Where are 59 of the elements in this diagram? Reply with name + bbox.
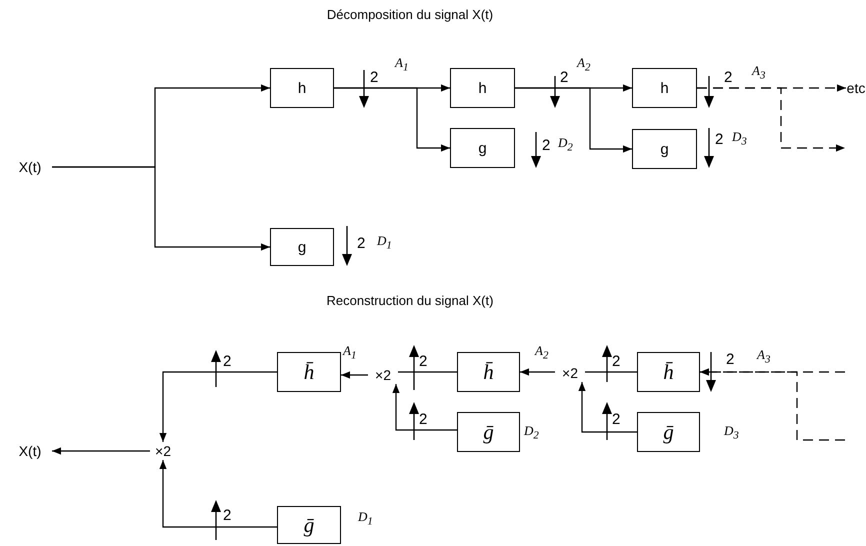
signal-symbol: A$_{2}$ (535, 344, 548, 362)
connector-line (585, 371, 637, 373)
junction-label: ×2 (150, 442, 176, 460)
arrow (334, 87, 450, 152)
sampling-factor: 2 (612, 412, 620, 427)
filter-box: ḡ (457, 412, 520, 452)
sampling-factor: 2 (542, 138, 550, 153)
sampling-factor: 2 (370, 70, 378, 85)
signal-symbol: A$_{2}$ (577, 56, 590, 74)
filter-box: h (450, 68, 515, 108)
filter-box: h (632, 68, 697, 108)
signal-symbol: D$_{2}$ (558, 136, 573, 154)
sampling-factor: 2 (419, 354, 428, 369)
filter-box: h (270, 68, 334, 108)
signal-label: X(t) (8, 442, 52, 460)
filter-box: g (270, 228, 334, 266)
arrow (159, 371, 277, 442)
arrow (392, 384, 457, 431)
signal-symbol: D$_{3}$ (724, 424, 739, 442)
filter-box: h̄ (277, 352, 341, 392)
signal-symbol: A$_{1}$ (395, 56, 408, 74)
filter-box: g (450, 128, 515, 168)
arrow (341, 371, 368, 379)
filter-box: ḡ (277, 506, 341, 544)
arrow (700, 368, 845, 441)
junction-label: ×2 (368, 366, 398, 384)
signal-symbol: A$_{3}$ (757, 348, 770, 366)
signal-symbol: A$_{1}$ (343, 344, 356, 362)
arrow (159, 460, 277, 528)
filter-box: ḡ (637, 412, 700, 452)
section-heading: Décomposition du signal X(t) (326, 8, 494, 21)
section-heading: Reconstruction du signal X(t) (326, 294, 494, 307)
arrow (520, 368, 555, 376)
sampling-factor: 2 (724, 70, 732, 85)
filter-box: h̄ (457, 352, 520, 392)
sampling-factor: 2 (357, 236, 366, 251)
arrow (52, 166, 270, 251)
filter-box: h̄ (637, 352, 700, 392)
junction-label: ×2 (555, 364, 585, 382)
sampling-factor: 2 (715, 132, 724, 147)
continuation-label: etc (846, 80, 866, 96)
arrow (697, 87, 845, 152)
arrow (52, 447, 150, 455)
signal-label: X(t) (8, 158, 52, 176)
sampling-factor: 2 (223, 354, 232, 369)
signal-symbol: D$_{3}$ (732, 130, 747, 148)
connector-line (398, 371, 457, 373)
arrow (515, 87, 632, 153)
sampling-factor: 2 (560, 70, 568, 85)
sampling-factor: 2 (223, 508, 232, 523)
sampling-factor: 2 (612, 354, 620, 369)
arrow (578, 382, 637, 433)
filter-box: g (632, 129, 697, 169)
signal-symbol: A$_{3}$ (752, 64, 766, 82)
signal-symbol: D$_{2}$ (524, 424, 539, 442)
sampling-factor: 2 (419, 412, 428, 427)
signal-symbol: D$_{1}$ (358, 510, 373, 528)
sampling-factor: 2 (726, 352, 734, 367)
signal-symbol: D$_{1}$ (377, 234, 392, 252)
